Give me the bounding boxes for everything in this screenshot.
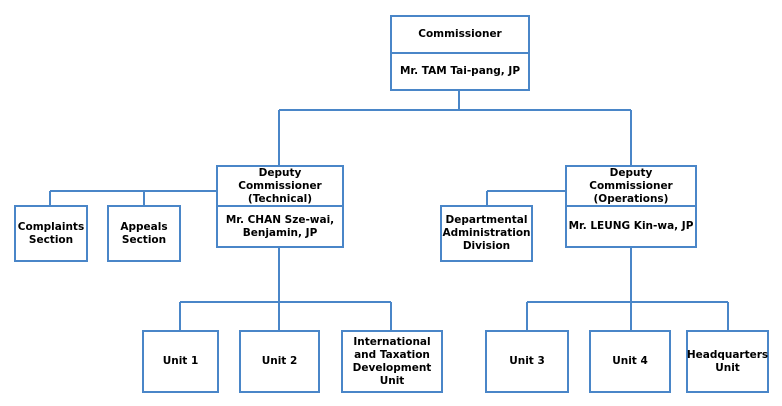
intl-tax-unit-box: International and Taxation Development U… — [341, 330, 443, 393]
headquarters-unit-box: Headquarters Unit — [686, 330, 769, 393]
unit-1-box: Unit 1 — [142, 330, 219, 393]
unit-4-box: Unit 4 — [589, 330, 671, 393]
unit-3-label: Unit 3 — [509, 355, 545, 367]
deputy-technical-name: Mr. CHAN Sze-wai, Benjamin, JP — [225, 213, 335, 239]
complaints-section-box: Complaints Section — [14, 205, 88, 262]
appeals-section-box: Appeals Section — [107, 205, 181, 262]
complaints-section-label: Complaints Section — [17, 220, 85, 246]
intl-tax-unit-label: International and Taxation Development U… — [352, 335, 432, 387]
unit-3-box: Unit 3 — [485, 330, 569, 393]
admin-division-box: Departmental Administration Division — [440, 205, 533, 262]
deputy-operations-title: Deputy Commissioner (Operations) — [567, 167, 695, 207]
unit-1-label: Unit 1 — [162, 355, 199, 367]
appeals-section-label: Appeals Section — [120, 220, 168, 246]
unit-2-label: Unit 2 — [261, 355, 298, 367]
unit-2-box: Unit 2 — [239, 330, 320, 393]
headquarters-unit-label: Headquarters Unit — [686, 348, 769, 374]
commissioner-name: Mr. TAM Tai-pang, JP — [399, 65, 521, 77]
unit-4-label: Unit 4 — [612, 355, 648, 367]
deputy-operations-box: Deputy Commissioner (Operations) Mr. LEU… — [565, 165, 697, 248]
commissioner-title: Commissioner — [392, 17, 528, 54]
deputy-technical-box: Deputy Commissioner (Technical) Mr. CHAN… — [216, 165, 344, 248]
admin-division-label: Departmental Administration Division — [442, 214, 531, 252]
deputy-technical-title: Deputy Commissioner (Technical) — [218, 167, 342, 207]
deputy-operations-name: Mr. LEUNG Kin-wa, JP — [568, 220, 694, 232]
commissioner-box: Commissioner Mr. TAM Tai-pang, JP — [390, 15, 530, 91]
